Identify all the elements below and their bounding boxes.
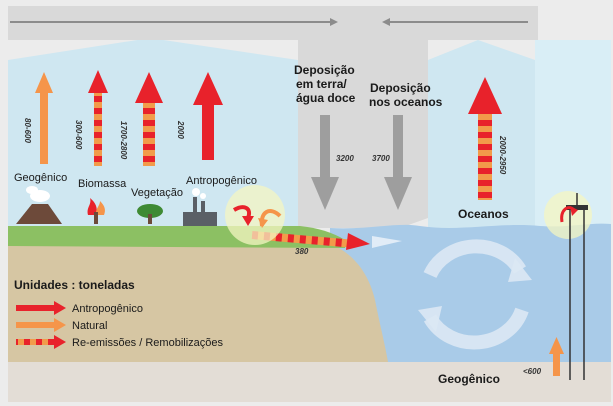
source-label-vegetation: Vegetação xyxy=(131,187,183,199)
geogenic-emission-arrow-head xyxy=(35,72,53,93)
flow-value-geogenic: 80-600 xyxy=(23,118,32,143)
factory-icon xyxy=(183,212,217,226)
seabed-geogenic-arrow-head xyxy=(549,337,564,354)
factory-chimney-icon-2 xyxy=(201,201,205,213)
volcano-icon xyxy=(16,204,62,224)
vegetation-emission-arrow-shaft xyxy=(143,102,155,166)
legend-reemission-arrow xyxy=(16,339,54,345)
legend-reemission-arrow-head xyxy=(54,335,66,349)
flow-value-vegetation: 1700-2800 xyxy=(119,121,128,160)
source-label-geogenic: Geogênico xyxy=(14,172,67,184)
ocean-reemission-curve-head xyxy=(570,206,578,216)
vegetation-emission-arrow-head xyxy=(135,72,163,103)
anthropogenic-emission-arrow-head xyxy=(193,72,223,105)
reemission-highlight-ocean xyxy=(544,191,592,239)
oil-platform-deck-icon xyxy=(566,205,588,210)
circulation-arc-top xyxy=(423,239,526,279)
flow-value-deposition-ocean: 3700 xyxy=(372,154,390,163)
fire-flame-icon xyxy=(95,201,105,215)
legend-anthropogenic-arrow-head xyxy=(54,301,66,315)
factory-smoke-icon xyxy=(192,188,200,196)
volcano-smoke-puff-icon xyxy=(26,186,38,194)
atmosphere-flow-right-head xyxy=(330,18,338,26)
factory-chimney-icon xyxy=(193,197,197,213)
geogenic-emission-arrow-shaft xyxy=(40,92,48,164)
reemission-curve-orange-head xyxy=(258,218,268,228)
land xyxy=(8,242,388,362)
ocean-emission-arrow-shaft xyxy=(478,113,492,200)
reemission-highlight-land xyxy=(225,185,285,245)
deposition-land-arrow-head xyxy=(311,177,339,210)
seabed-geogenic-arrow-shaft xyxy=(553,353,560,376)
deposition-ocean-arrow-shaft xyxy=(393,115,403,177)
flow-value-river: 380 xyxy=(295,247,309,256)
seabed-geogenic-label: Geogênico xyxy=(438,372,500,386)
reemission-curve-red xyxy=(232,205,251,219)
source-label-anthropogenic: Antropogênico xyxy=(186,175,257,187)
anthropogenic-emission-arrow-shaft xyxy=(202,104,214,160)
deposition-ocean-label-2: nos oceanos xyxy=(369,95,443,109)
deposition-ocean-arrow-head xyxy=(384,177,412,210)
ocean-emission-arrow-head xyxy=(468,77,502,114)
river-outflow-arrow xyxy=(372,236,402,248)
tree-icon xyxy=(137,204,163,218)
atmosphere-flow-left-head xyxy=(382,18,390,26)
biomass-emission-arrow-shaft xyxy=(94,92,102,166)
flow-value-biomass: 300-600 xyxy=(74,120,83,150)
legend-natural-label: Natural xyxy=(72,320,107,332)
legend-natural-arrow-head xyxy=(54,318,66,332)
source-label-biomass: Biomassa xyxy=(78,178,127,190)
flow-value-anthropogenic: 2000 xyxy=(176,120,185,139)
circulation-head-bottom xyxy=(418,306,442,332)
ocean-label: Oceanos xyxy=(458,207,509,221)
legend: Unidades : toneladas Antropogênico Natur… xyxy=(14,278,223,349)
river-transport-arrow-head xyxy=(346,233,370,250)
circulation-head-top xyxy=(508,258,532,282)
biomass-emission-arrow-head xyxy=(88,70,108,93)
reemission-curve-red-head xyxy=(242,216,254,226)
legend-natural-arrow xyxy=(16,322,54,328)
deposition-land-label-3: água doce xyxy=(296,91,356,105)
deposition-land-label-2: em terra/ xyxy=(296,77,347,91)
flow-value-deposition-land: 3200 xyxy=(336,154,354,163)
legend-anthropogenic-label: Antropogênico xyxy=(72,303,143,315)
legend-title: Unidades : toneladas xyxy=(14,278,135,292)
factory-smoke-icon-2 xyxy=(200,193,206,199)
flow-value-ocean-emission: 2000-2950 xyxy=(498,135,507,175)
ocean xyxy=(330,223,611,362)
legend-reemission-label: Re-emissões / Remobilizações xyxy=(72,337,223,349)
deposition-ocean-label-1: Deposição xyxy=(370,81,431,95)
legend-anthropogenic-arrow xyxy=(16,305,54,311)
circulation-arc-bottom xyxy=(423,307,529,350)
flow-value-seabed-geogenic: <600 xyxy=(523,367,542,376)
deposition-land-label-1: Deposição xyxy=(294,63,355,77)
seabed xyxy=(8,362,611,402)
tree-trunk-icon xyxy=(148,214,152,224)
fire-icon xyxy=(87,198,97,215)
burning-tree-trunk-icon xyxy=(94,212,98,224)
deposition-land-arrow-shaft xyxy=(320,115,330,177)
